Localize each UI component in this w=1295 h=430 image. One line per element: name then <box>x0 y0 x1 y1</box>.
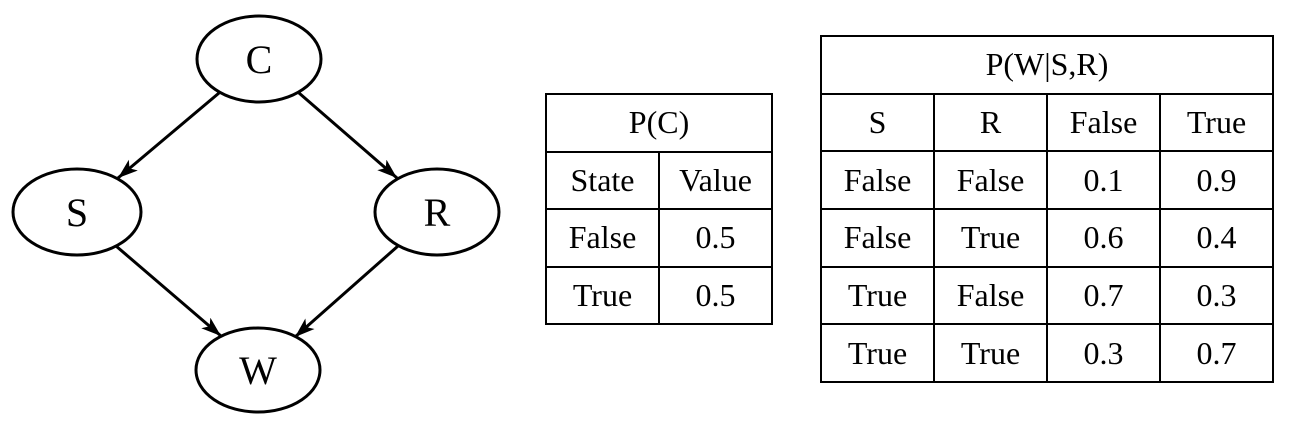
node-c-ellipse <box>195 14 323 104</box>
table-row: P(W|S,R) <box>820 35 1274 95</box>
header-cell: State <box>545 150 660 210</box>
node-r-ellipse <box>373 167 501 257</box>
node-c-label: C <box>246 37 273 82</box>
state-cell: True <box>933 323 1048 383</box>
state-cell: True <box>820 323 935 383</box>
value-cell: 0.7 <box>1159 323 1274 383</box>
value-cell: 0.3 <box>1159 265 1274 326</box>
header-cell: False <box>1046 92 1161 153</box>
value-cell: 0.6 <box>1046 207 1161 268</box>
table-row: False False 0.1 0.9 <box>820 150 1274 210</box>
prior-table-p-c: P(C) State Value False 0.5 True 0.5 <box>545 93 773 325</box>
value-cell: 0.4 <box>1159 207 1274 268</box>
value-cell: 0.7 <box>1046 265 1161 326</box>
node-s-ellipse <box>11 167 143 257</box>
table-row: False True 0.6 0.4 <box>820 207 1274 268</box>
value-cell: 0.5 <box>658 265 773 325</box>
header-cell: Value <box>658 150 773 210</box>
table-row: State Value <box>545 150 773 210</box>
network-graph: C S R W <box>11 14 501 414</box>
table-title: P(C) <box>545 93 773 153</box>
value-cell: 0.1 <box>1046 150 1161 210</box>
state-cell: False <box>933 150 1048 210</box>
table-row: True 0.5 <box>545 265 773 325</box>
state-cell: False <box>933 265 1048 326</box>
edge-s-to-w-arrow <box>115 244 222 338</box>
node-s-label: S <box>66 190 88 235</box>
cpt-table-p-w-given-s-r: P(W|S,R) S R False True False False 0.1 … <box>820 35 1274 383</box>
node-r: R <box>373 167 501 257</box>
state-cell: False <box>820 207 935 268</box>
table-title: P(W|S,R) <box>820 35 1274 95</box>
value-cell: 0.5 <box>658 208 773 268</box>
node-w-label: W <box>239 348 277 393</box>
table-row: True False 0.7 0.3 <box>820 265 1274 326</box>
table-row: S R False True <box>820 92 1274 153</box>
table-row: P(C) <box>545 93 773 153</box>
state-cell: False <box>545 208 660 268</box>
header-cell: S <box>820 92 935 153</box>
state-cell: False <box>820 150 935 210</box>
node-c: C <box>195 14 323 104</box>
header-cell: True <box>1159 92 1274 153</box>
edge-c-to-s-arrow <box>117 91 220 180</box>
state-cell: True <box>933 207 1048 268</box>
table-row: False 0.5 <box>545 208 773 268</box>
node-s: S <box>11 167 143 257</box>
table-row: True True 0.3 0.7 <box>820 323 1274 383</box>
node-r-label: R <box>424 190 451 235</box>
node-w-ellipse <box>194 326 322 414</box>
edge-c-to-r-arrow <box>298 91 398 180</box>
state-cell: True <box>820 265 935 326</box>
header-cell: R <box>933 92 1048 153</box>
edge-r-to-w-arrow <box>294 244 399 339</box>
node-w: W <box>194 326 322 414</box>
value-cell: 0.3 <box>1046 323 1161 383</box>
value-cell: 0.9 <box>1159 150 1274 210</box>
state-cell: True <box>545 265 660 325</box>
